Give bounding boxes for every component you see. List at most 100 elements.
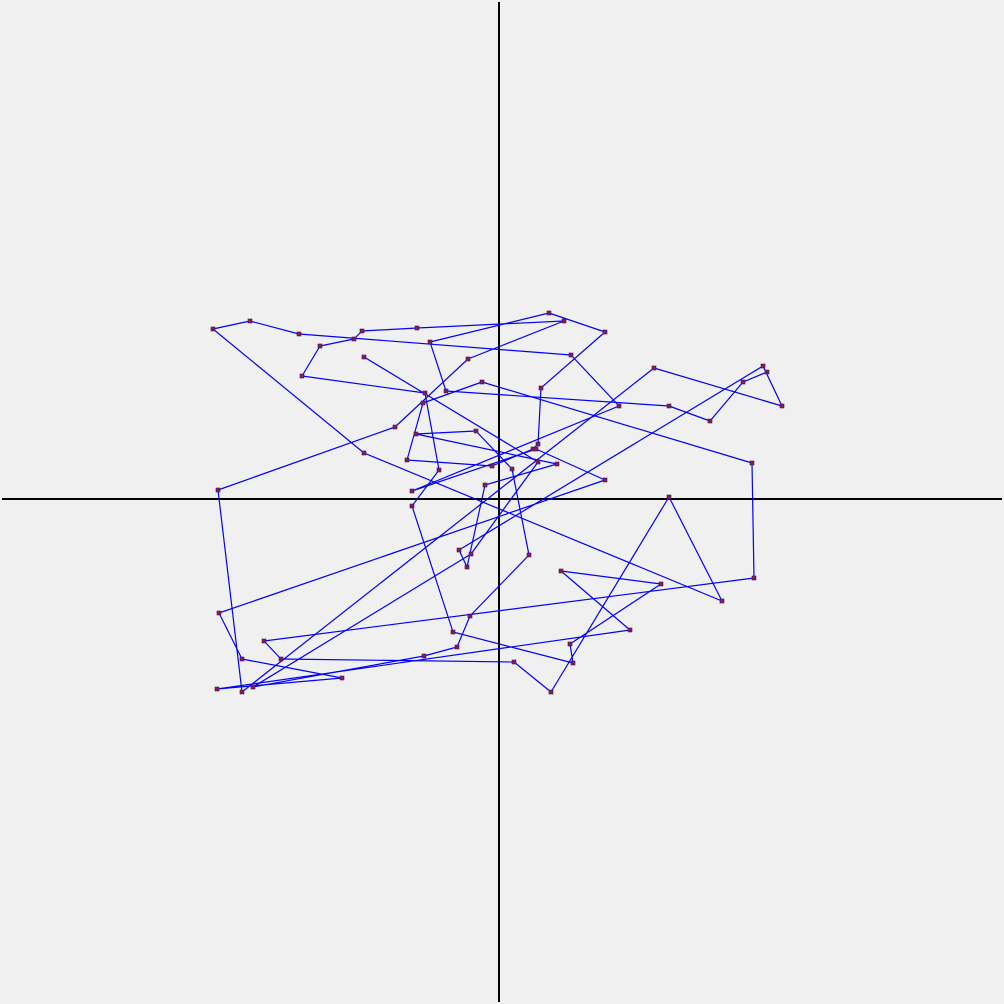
path-segment <box>301 375 426 394</box>
vertex-point <box>339 675 345 681</box>
vertex-point <box>526 552 532 558</box>
vertex-point <box>409 488 415 494</box>
vertex-point <box>602 477 608 483</box>
vertex-point <box>404 457 410 463</box>
vertex-point <box>535 459 541 465</box>
path-segment <box>548 312 606 333</box>
path-segment <box>653 367 783 407</box>
path-segment <box>560 570 631 631</box>
vertex-point <box>420 400 426 406</box>
path-segment <box>212 320 251 330</box>
path-segment <box>241 658 343 679</box>
vertex-point <box>361 450 367 456</box>
path-segment <box>319 338 355 347</box>
vertex-point <box>749 460 755 466</box>
vertex-point <box>719 598 725 604</box>
path-segment <box>470 461 539 555</box>
vertex-point <box>567 641 573 647</box>
vertex-point <box>570 660 576 666</box>
path-segment <box>429 341 447 392</box>
path-segment <box>475 430 513 470</box>
vertex-point <box>666 494 672 500</box>
vertex-point <box>473 428 479 434</box>
vertex-point <box>751 575 757 581</box>
vertex-point <box>602 329 608 335</box>
vertex-point <box>468 551 474 557</box>
path-segment <box>263 577 755 642</box>
path-segment <box>445 390 670 407</box>
vertex-point <box>666 403 672 409</box>
path-segment <box>363 452 723 602</box>
path-segment <box>668 405 711 422</box>
path-segment <box>249 320 300 335</box>
vertex-point <box>409 503 415 509</box>
path-segment <box>481 381 753 464</box>
vertex-point <box>568 352 574 358</box>
path-segment <box>241 367 655 693</box>
vertex-point <box>627 627 633 633</box>
path-segment <box>458 365 764 551</box>
path-segment <box>560 570 662 585</box>
vertex-point <box>299 373 305 379</box>
vertex-point <box>317 343 323 349</box>
vertex-point <box>215 487 221 493</box>
vertex-point <box>616 403 622 409</box>
path-segment <box>535 448 606 481</box>
vertex-point <box>361 354 367 360</box>
path-segment <box>513 661 552 693</box>
vertex-point <box>278 656 284 662</box>
vertex-point <box>421 653 427 659</box>
vertex-point <box>250 684 256 690</box>
vertex-point <box>509 466 515 472</box>
vertex-point <box>467 613 473 619</box>
vertex-point <box>554 461 560 467</box>
path-segment <box>411 505 454 633</box>
vertex-point <box>538 385 544 391</box>
vertex-point <box>216 610 222 616</box>
path-segments <box>212 312 783 693</box>
path-segment <box>511 468 530 556</box>
vertex-point <box>482 482 488 488</box>
path-segment <box>751 462 755 579</box>
path-segment <box>467 320 565 360</box>
vertex-point <box>658 581 664 587</box>
vertex-point <box>450 629 456 635</box>
path-segment <box>218 612 243 660</box>
path-segment <box>252 655 425 688</box>
path-segment <box>424 392 440 471</box>
vertex-point <box>210 326 216 332</box>
path-segment <box>469 554 530 617</box>
vertex-point <box>651 365 657 371</box>
vertex-point <box>443 388 449 394</box>
vertex-point <box>414 325 420 331</box>
vertex-point <box>779 403 785 409</box>
vertex-point <box>351 336 357 342</box>
vertex-point <box>465 356 471 362</box>
path-segment <box>570 354 620 407</box>
vertex-point <box>359 328 365 334</box>
path-segment <box>217 426 396 491</box>
path-segment <box>668 496 723 602</box>
vertex-point <box>558 568 564 574</box>
path-segment <box>540 331 606 389</box>
vertex-point <box>436 467 442 473</box>
path-segment <box>252 553 472 688</box>
vertex-point <box>464 564 470 570</box>
vertex-point <box>548 689 554 695</box>
path-segment <box>217 489 243 693</box>
vertex-point <box>764 369 770 375</box>
path-segment <box>423 646 458 657</box>
vertex-point <box>239 689 245 695</box>
path-segment <box>569 583 662 645</box>
path-segment <box>550 496 670 693</box>
path-segment <box>416 320 565 329</box>
vertex-point <box>707 418 713 424</box>
vertex-point <box>740 379 746 385</box>
vertex-point <box>392 424 398 430</box>
vertex-point <box>296 331 302 337</box>
vertex-point <box>489 463 495 469</box>
vertex-point <box>760 363 766 369</box>
path-segment <box>394 358 469 428</box>
path-segment <box>742 371 768 383</box>
